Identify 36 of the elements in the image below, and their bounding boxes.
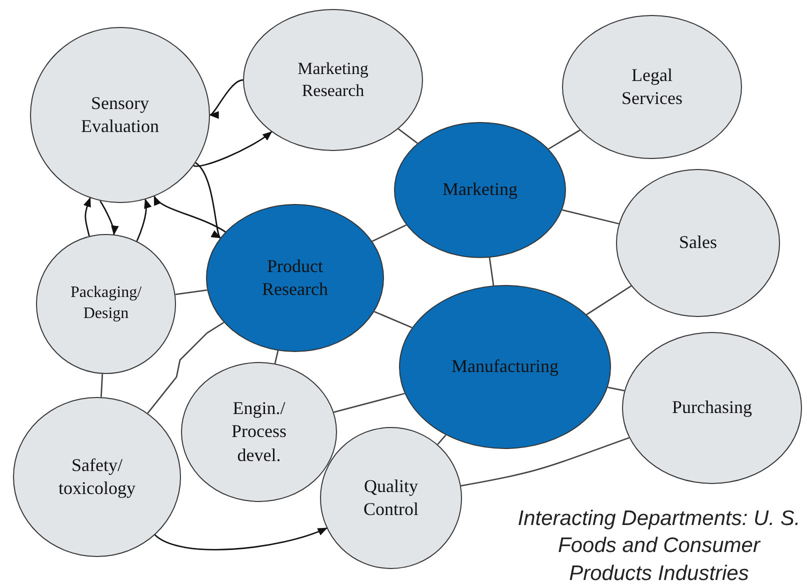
connector-line — [147, 322, 224, 414]
connector-line — [274, 350, 279, 364]
connector-line — [488, 257, 494, 286]
arrow — [99, 200, 118, 236]
department-label: Quality Control — [362, 474, 420, 521]
arrow — [136, 198, 151, 242]
connector-line — [437, 434, 446, 445]
connector-line — [562, 209, 619, 224]
arrow — [195, 162, 221, 239]
department-label: Sales — [679, 231, 717, 254]
arrow — [209, 79, 244, 116]
arrow — [193, 131, 272, 167]
department-label: Sensory Evaluation — [80, 92, 160, 138]
connector-line — [374, 310, 412, 328]
department-label: Product Research — [261, 254, 329, 301]
connector-line — [608, 386, 625, 392]
department-label: Manufacturing — [452, 355, 558, 378]
connector-line — [175, 289, 208, 296]
connector-line — [334, 392, 405, 413]
connector-line — [372, 224, 407, 242]
connector-line — [586, 285, 632, 316]
connector-line — [100, 374, 104, 398]
connector-line — [398, 128, 418, 144]
arrow — [154, 196, 226, 232]
department-label: Purchasing — [672, 396, 752, 420]
arrow — [154, 527, 328, 550]
department-label: Packaging/ Design — [69, 283, 143, 324]
department-label: Safety/ toxicology — [58, 454, 136, 500]
department-label: Marketing — [442, 178, 518, 202]
connector-line — [548, 130, 580, 150]
connector-line — [460, 437, 630, 486]
department-label: Marketing Research — [296, 58, 370, 102]
arrow — [83, 197, 91, 236]
department-label: Engin./ Process devel. — [230, 396, 288, 467]
department-label: Legal Services — [620, 64, 684, 110]
caption: Interacting Departments: U. S. Foods and Consumer Products Industries — [516, 506, 802, 587]
